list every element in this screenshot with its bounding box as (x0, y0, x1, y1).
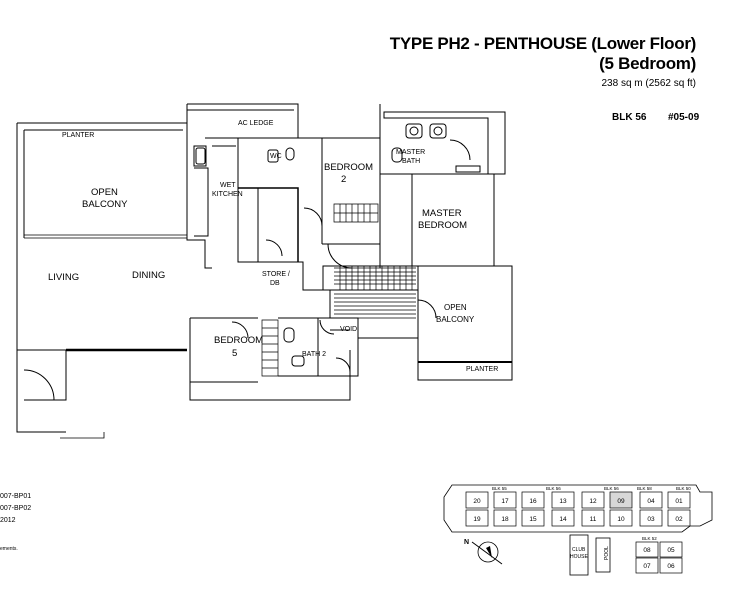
label-dining: DINING (132, 270, 165, 281)
key-blk52-cell (635, 557, 659, 574)
key-unit-label: 01 (675, 498, 683, 505)
key-blk52-cells: 08 05 07 06 (635, 541, 683, 574)
key-unit-cell (521, 491, 545, 509)
key-unit-cell (667, 509, 691, 527)
key-unit-label: 09 (617, 498, 625, 505)
key-unit-cell (465, 491, 489, 509)
key-unit-cell (609, 509, 633, 527)
key-unit-cell (581, 509, 605, 527)
key-unit-label: 04 (647, 498, 655, 505)
label-wc: WC (270, 153, 282, 160)
key-unit-cell (551, 509, 575, 527)
key-block-label-5: BLK 50 (676, 486, 691, 491)
unit-number: #05-09 (668, 112, 700, 123)
label-planter-right: PLANTER (466, 366, 498, 373)
key-blk52-cell (659, 557, 683, 574)
key-pool: POOL (604, 546, 610, 560)
label-planter-top: PLANTER (62, 132, 94, 139)
key-blk52-cell (635, 541, 659, 558)
key-blk52-label-cell: 08 (643, 547, 651, 554)
plan-walls (16, 103, 513, 439)
block-number: BLK 56 (612, 112, 647, 123)
key-unit-cell (465, 509, 489, 527)
key-blk52-label-cell: 05 (667, 547, 675, 554)
legend-line-4: ements. (0, 546, 18, 552)
key-block-labels: BLK 55 BLK 56 BLK 56 BLK 58 BLK 50 BLK 5… (492, 486, 691, 541)
key-unit-cell (493, 491, 517, 509)
legend-line-3: 2012 (0, 517, 16, 524)
label-open-balcony-line1: OPEN (91, 187, 118, 198)
key-unit-cell (639, 509, 663, 527)
key-unit-cell (493, 509, 517, 527)
key-unit-label: 11 (590, 516, 597, 523)
key-unit-label: 13 (559, 498, 567, 505)
label-bedroom-5-line2: 5 (232, 348, 237, 359)
key-block-label-4: BLK 58 (637, 486, 652, 491)
label-void: VOID (340, 326, 357, 333)
key-club-house-2: HOUSE (570, 554, 588, 560)
label-ac-ledge: AC LEDGE (238, 120, 274, 127)
legend-line-1: 007-BP01 (0, 493, 31, 500)
key-blk52-cell (659, 541, 683, 558)
key-unit-cell (551, 491, 575, 509)
label-bedroom-5-line1: BEDROOM (214, 335, 263, 346)
key-unit-cell (667, 491, 691, 509)
label-store-2: DB (270, 280, 280, 287)
key-unit-label: 02 (675, 516, 683, 523)
key-blk52-label-cell: 07 (643, 563, 651, 570)
label-store-1: STORE / (262, 271, 290, 278)
key-unit-label: 20 (473, 498, 481, 505)
key-unit-label: 15 (529, 516, 537, 523)
legend-line-2: 007-BP02 (0, 505, 31, 512)
site-key-plan: 20 17 16 13 12 09 04 01 19 18 15 14 11 10 03 02 BLK 55 … (443, 484, 713, 576)
key-block-label-1: BLK 55 (492, 486, 507, 491)
label-master-bedroom-line2: BEDROOM (418, 220, 467, 231)
key-unit-label: 18 (501, 516, 509, 523)
label-wet-kitchen-2: KITCHEN (212, 191, 243, 198)
legend-text: 007-BP01 007-BP02 2012 ements. (0, 493, 31, 552)
label-wet-kitchen-1: WET (220, 182, 236, 189)
room-labels-large: BEDROOM 2 OPEN BALCONY MASTER BEDROOM LI… (48, 162, 467, 359)
key-block-label-2: BLK 56 (546, 486, 561, 491)
key-unit-cell (639, 491, 663, 509)
plan-subtitle: (5 Bedroom) (599, 54, 696, 73)
label-living: LIVING (48, 272, 79, 283)
key-unit-cell (521, 509, 545, 527)
label-bedroom-2-line2: 2 (341, 174, 346, 185)
key-blk52-label-cell: 06 (667, 563, 675, 570)
key-unit-label: 16 (529, 498, 537, 505)
key-unit-label: 03 (647, 516, 655, 523)
label-open-balcony-2-line2: BALCONY (436, 315, 475, 324)
key-unit-label: 14 (559, 516, 567, 523)
key-unit-cells: 20 17 16 13 12 09 04 01 19 18 15 14 11 10 03 02 (465, 491, 691, 527)
plan-area: 238 sq m (2562 sq ft) (601, 78, 697, 89)
key-unit-cell (609, 491, 633, 509)
key-unit-label: 12 (589, 498, 597, 505)
key-unit-label: 17 (501, 498, 509, 505)
key-unit-label: 19 (473, 516, 481, 523)
plan-title: TYPE PH2 - PENTHOUSE (Lower Floor) (389, 34, 697, 53)
label-bedroom-2-line1: BEDROOM (324, 162, 373, 173)
label-open-balcony-line2: BALCONY (82, 199, 128, 210)
key-block-label-3: BLK 56 (604, 486, 619, 491)
compass-icon: N (464, 539, 503, 565)
label-master-bath-2: BATH (402, 158, 420, 165)
key-unit-cell (581, 491, 605, 509)
plan-windows (24, 234, 187, 439)
label-master-bedroom-line1: MASTER (422, 208, 462, 219)
label-bath-2: BATH 2 (302, 351, 326, 358)
key-blk52-label: BLK 52 (642, 536, 657, 541)
compass-north-label: N (464, 539, 469, 546)
room-labels-medium: OPEN BALCONY (436, 303, 475, 324)
room-labels: PLANTER AC LEDGE WC MASTER BATH WET KITC… (62, 120, 498, 373)
label-master-bath-1: MASTER (396, 149, 425, 156)
key-unit-label: 10 (617, 516, 625, 523)
key-club-house-1: CLUB (572, 547, 586, 553)
label-open-balcony-2-line1: OPEN (444, 303, 467, 312)
